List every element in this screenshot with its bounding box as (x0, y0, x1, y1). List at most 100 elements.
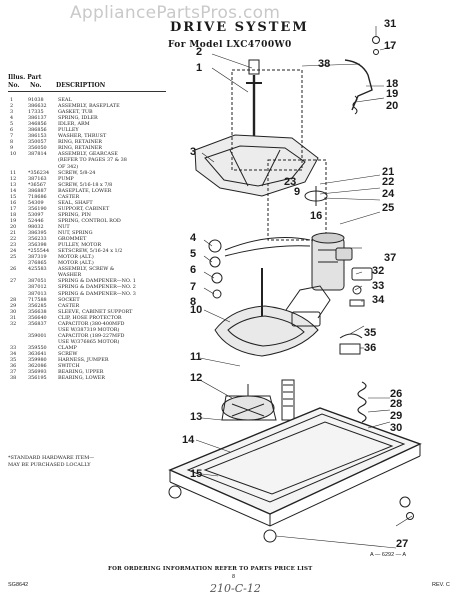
illus-no-cell: 36 (10, 363, 17, 370)
callout-23: 23 (284, 176, 297, 188)
illus-no-cell: 10 (10, 151, 17, 158)
illus-no-cell: 26 (10, 266, 17, 273)
description-cell: OF 342) (58, 163, 79, 170)
description-cell: RING, RETAINER (58, 145, 102, 152)
illus-no-cell: 22 (10, 236, 17, 243)
callout-20: 20 (386, 100, 399, 112)
illus-no-cell: 17 (10, 205, 17, 212)
description-cell: CASTER (58, 302, 80, 309)
callout-32: 32 (372, 265, 385, 277)
illus-no-cell: 3 (10, 109, 14, 116)
revision: REV. C (432, 582, 450, 588)
description-cell: CAPACITOR (380-400MFD (58, 320, 125, 327)
description-cell: SEAL, SHAFT (58, 199, 93, 206)
callout-12: 12 (190, 372, 203, 384)
description-cell: SLEEVE, CABINET SUPPORT (58, 308, 133, 315)
table-row: WASHER (8, 272, 178, 278)
part-no-cell: 387013 (28, 290, 47, 297)
col-header-no: No. (8, 82, 20, 89)
table-row: 29 356285 CASTER (8, 303, 178, 309)
part-no-cell: 359001 (28, 332, 47, 339)
description-cell: SEAL (58, 97, 72, 103)
callout-5: 5 (190, 248, 197, 260)
part-no-cell: *36567 (28, 181, 47, 188)
part-no-cell: 363641 (28, 350, 47, 357)
illus-no-cell: 12 (10, 175, 17, 182)
callout-24: 24 (382, 188, 395, 200)
diagram-code: A — 6292 — A (370, 552, 407, 558)
hardware-note-line2: MAY BE PURCHASED LOCALLY (8, 462, 91, 468)
part-no-cell: 356640 (28, 314, 47, 321)
description-cell: SPRING & DAMPENER—NO. 1 (58, 278, 136, 285)
description-cell: CAPACITOR (189-227MFD (58, 332, 125, 339)
illus-no-cell: 20 (10, 223, 17, 230)
part-no-cell: 53097 (28, 211, 44, 218)
description-cell: SCREW, 5/8-24 (58, 169, 96, 176)
callout-8: 8 (190, 296, 197, 308)
callout-7: 7 (190, 281, 197, 293)
handwritten-note: 210-C-12 (210, 582, 261, 595)
illus-no-cell: 23 (10, 242, 17, 249)
callout-4: 4 (190, 232, 197, 244)
description-cell: MOTOR (ALT.) (58, 260, 94, 267)
description-cell: SCREW, 5/16-18 x 7/8 (58, 181, 113, 188)
part-no-cell: 386632 (28, 103, 47, 110)
description-cell: BASEPLATE, LOWER (58, 187, 112, 194)
callout-2: 2 (196, 46, 203, 58)
illus-no-cell: 9 (10, 145, 14, 152)
description-cell: MOTOR (ALT.) (58, 254, 94, 261)
description-cell: USE W/376865 MOTOR) (58, 338, 120, 345)
callout-33: 33 (372, 280, 385, 292)
description-cell: ASSEMBLY, GEARCASE (58, 151, 118, 158)
callout-13: 13 (190, 411, 203, 423)
description-cell: HARNESS, JUMPER (58, 357, 109, 364)
part-no-cell: 425583 (28, 266, 47, 273)
footer-left-code: SG8642 (8, 582, 29, 588)
illus-no-cell: 16 (10, 199, 17, 206)
description-cell: SETSCREW, 5/16-24 x 1/2 (58, 248, 123, 255)
callout-28: 28 (390, 398, 403, 410)
part-no-cell: 356190 (28, 205, 47, 212)
illus-no-cell: 18 (10, 211, 17, 218)
part-no-cell: 386887 (28, 187, 47, 194)
part-no-cell: 356993 (28, 369, 47, 376)
description-cell: CASTER (58, 193, 80, 200)
part-no-cell: 718686 (28, 193, 47, 200)
illus-no-cell: 30 (10, 308, 17, 315)
description-cell: CLIP, HOSE PROTECTOR (58, 314, 122, 321)
part-no-cell: 356285 (28, 302, 47, 309)
illus-no-cell: 38 (10, 375, 17, 382)
callout-11: 11 (190, 351, 202, 363)
callout-17: 17 (384, 40, 397, 52)
part-no-cell: *255544 (28, 248, 50, 255)
part-no-cell: 359980 (28, 357, 47, 364)
description-cell: WASHER, THRUST (58, 133, 107, 140)
part-no-cell: 387814 (28, 151, 47, 158)
part-no-cell: 52446 (28, 217, 44, 224)
description-cell: PULLEY, MOTOR (58, 242, 102, 249)
illus-no-cell: 29 (10, 302, 17, 309)
table-row: 359001 CAPACITOR (189-227MFD (8, 333, 178, 339)
part-no-cell: 387012 (28, 284, 47, 291)
callout-29: 29 (390, 410, 403, 422)
callout-31: 31 (384, 18, 397, 30)
callout-38: 38 (318, 58, 331, 70)
table-row: USE W/387319 MOTOR) (8, 327, 178, 333)
